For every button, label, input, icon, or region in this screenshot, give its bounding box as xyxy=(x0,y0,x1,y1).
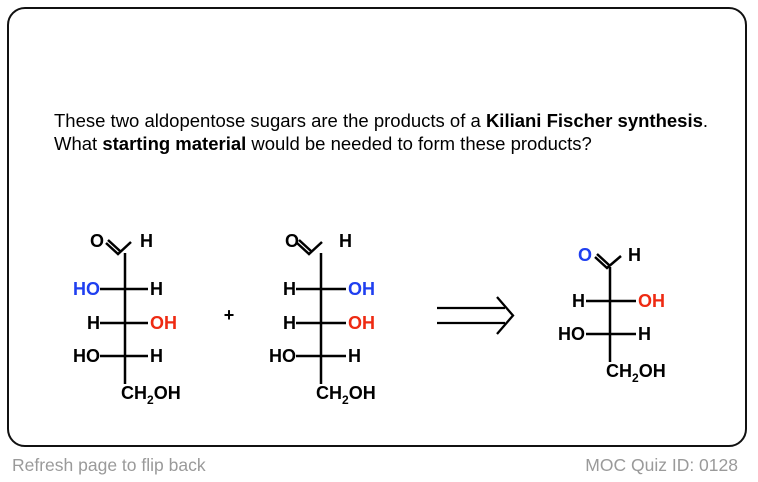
p2-r2-right: OH xyxy=(348,313,375,333)
t-ch2oh: CH2OH xyxy=(606,361,666,385)
question-bold-kiliani: Kiliani Fischer synthesis xyxy=(485,110,703,131)
refresh-link[interactable]: Refresh page to flip back xyxy=(12,455,206,475)
p2-r2-left: H xyxy=(283,313,296,333)
product-1-molecule: O H HO H H OH HO H CH2OH xyxy=(73,231,181,407)
t-oh: OH xyxy=(639,361,666,381)
p2-aldehyde-double-bond xyxy=(298,239,312,252)
p1-aldehyde-bonds xyxy=(105,241,132,256)
question-part2: . What xyxy=(54,110,709,154)
question-part3: would be needed to form these products? xyxy=(246,133,592,154)
t-r1-left: H xyxy=(572,291,585,311)
retrosynthesis-arrow xyxy=(437,296,515,335)
p2-r1-right: OH xyxy=(348,279,375,299)
p2-oxygen: O xyxy=(285,231,299,251)
question-bold-starting-material: starting material xyxy=(102,133,247,154)
p1-ch: CH xyxy=(121,383,147,403)
p1-r1-right: H xyxy=(150,279,163,299)
p1-aldehyde-h: H xyxy=(140,231,153,251)
t-r2-right: H xyxy=(638,324,651,344)
plus-sign: + xyxy=(224,305,235,325)
p2-r3-left: HO xyxy=(269,346,296,366)
t-oxygen: O xyxy=(578,245,592,265)
p2-r1-left: H xyxy=(283,279,296,299)
t-sub2: 2 xyxy=(632,371,639,385)
p2-r3-right: H xyxy=(348,346,361,366)
p1-r3-left: HO xyxy=(73,346,100,366)
product-2-molecule: O H H OH H OH HO H CH2OH xyxy=(269,231,376,407)
p1-r1-left: HO xyxy=(73,279,100,299)
question-part1: These two aldopentose sugars are the pro… xyxy=(54,110,486,131)
p1-r3-right: H xyxy=(150,346,163,366)
p1-oxygen: O xyxy=(90,231,104,251)
p1-aldehyde-double-bond xyxy=(107,239,121,252)
p1-r2-right: OH xyxy=(150,313,177,333)
t-aldehyde-bonds xyxy=(594,255,622,270)
t-r1-right: OH xyxy=(638,291,665,311)
t-aldehyde-double-bond xyxy=(596,253,610,266)
p1-ch2oh: CH2OH xyxy=(121,383,181,407)
p2-sub2: 2 xyxy=(342,393,349,407)
p2-aldehyde-bonds xyxy=(296,241,323,256)
quiz-card xyxy=(7,7,747,447)
p1-r2-left: H xyxy=(87,313,100,333)
t-ch: CH xyxy=(606,361,632,381)
p2-aldehyde-h: H xyxy=(339,231,352,251)
t-r2-left: HO xyxy=(558,324,585,344)
p2-oh: OH xyxy=(349,383,376,403)
t-aldehyde-h: H xyxy=(628,245,641,265)
p2-ch2oh: CH2OH xyxy=(316,383,376,407)
question-text: These two aldopentose sugars are the pro… xyxy=(54,109,734,155)
p2-ch: CH xyxy=(316,383,342,403)
quiz-id-label: MOC Quiz ID: 0128 xyxy=(585,455,738,475)
target-molecule: O H H OH HO H CH2OH xyxy=(558,245,666,385)
p1-sub2: 2 xyxy=(147,393,154,407)
p1-oh: OH xyxy=(154,383,181,403)
